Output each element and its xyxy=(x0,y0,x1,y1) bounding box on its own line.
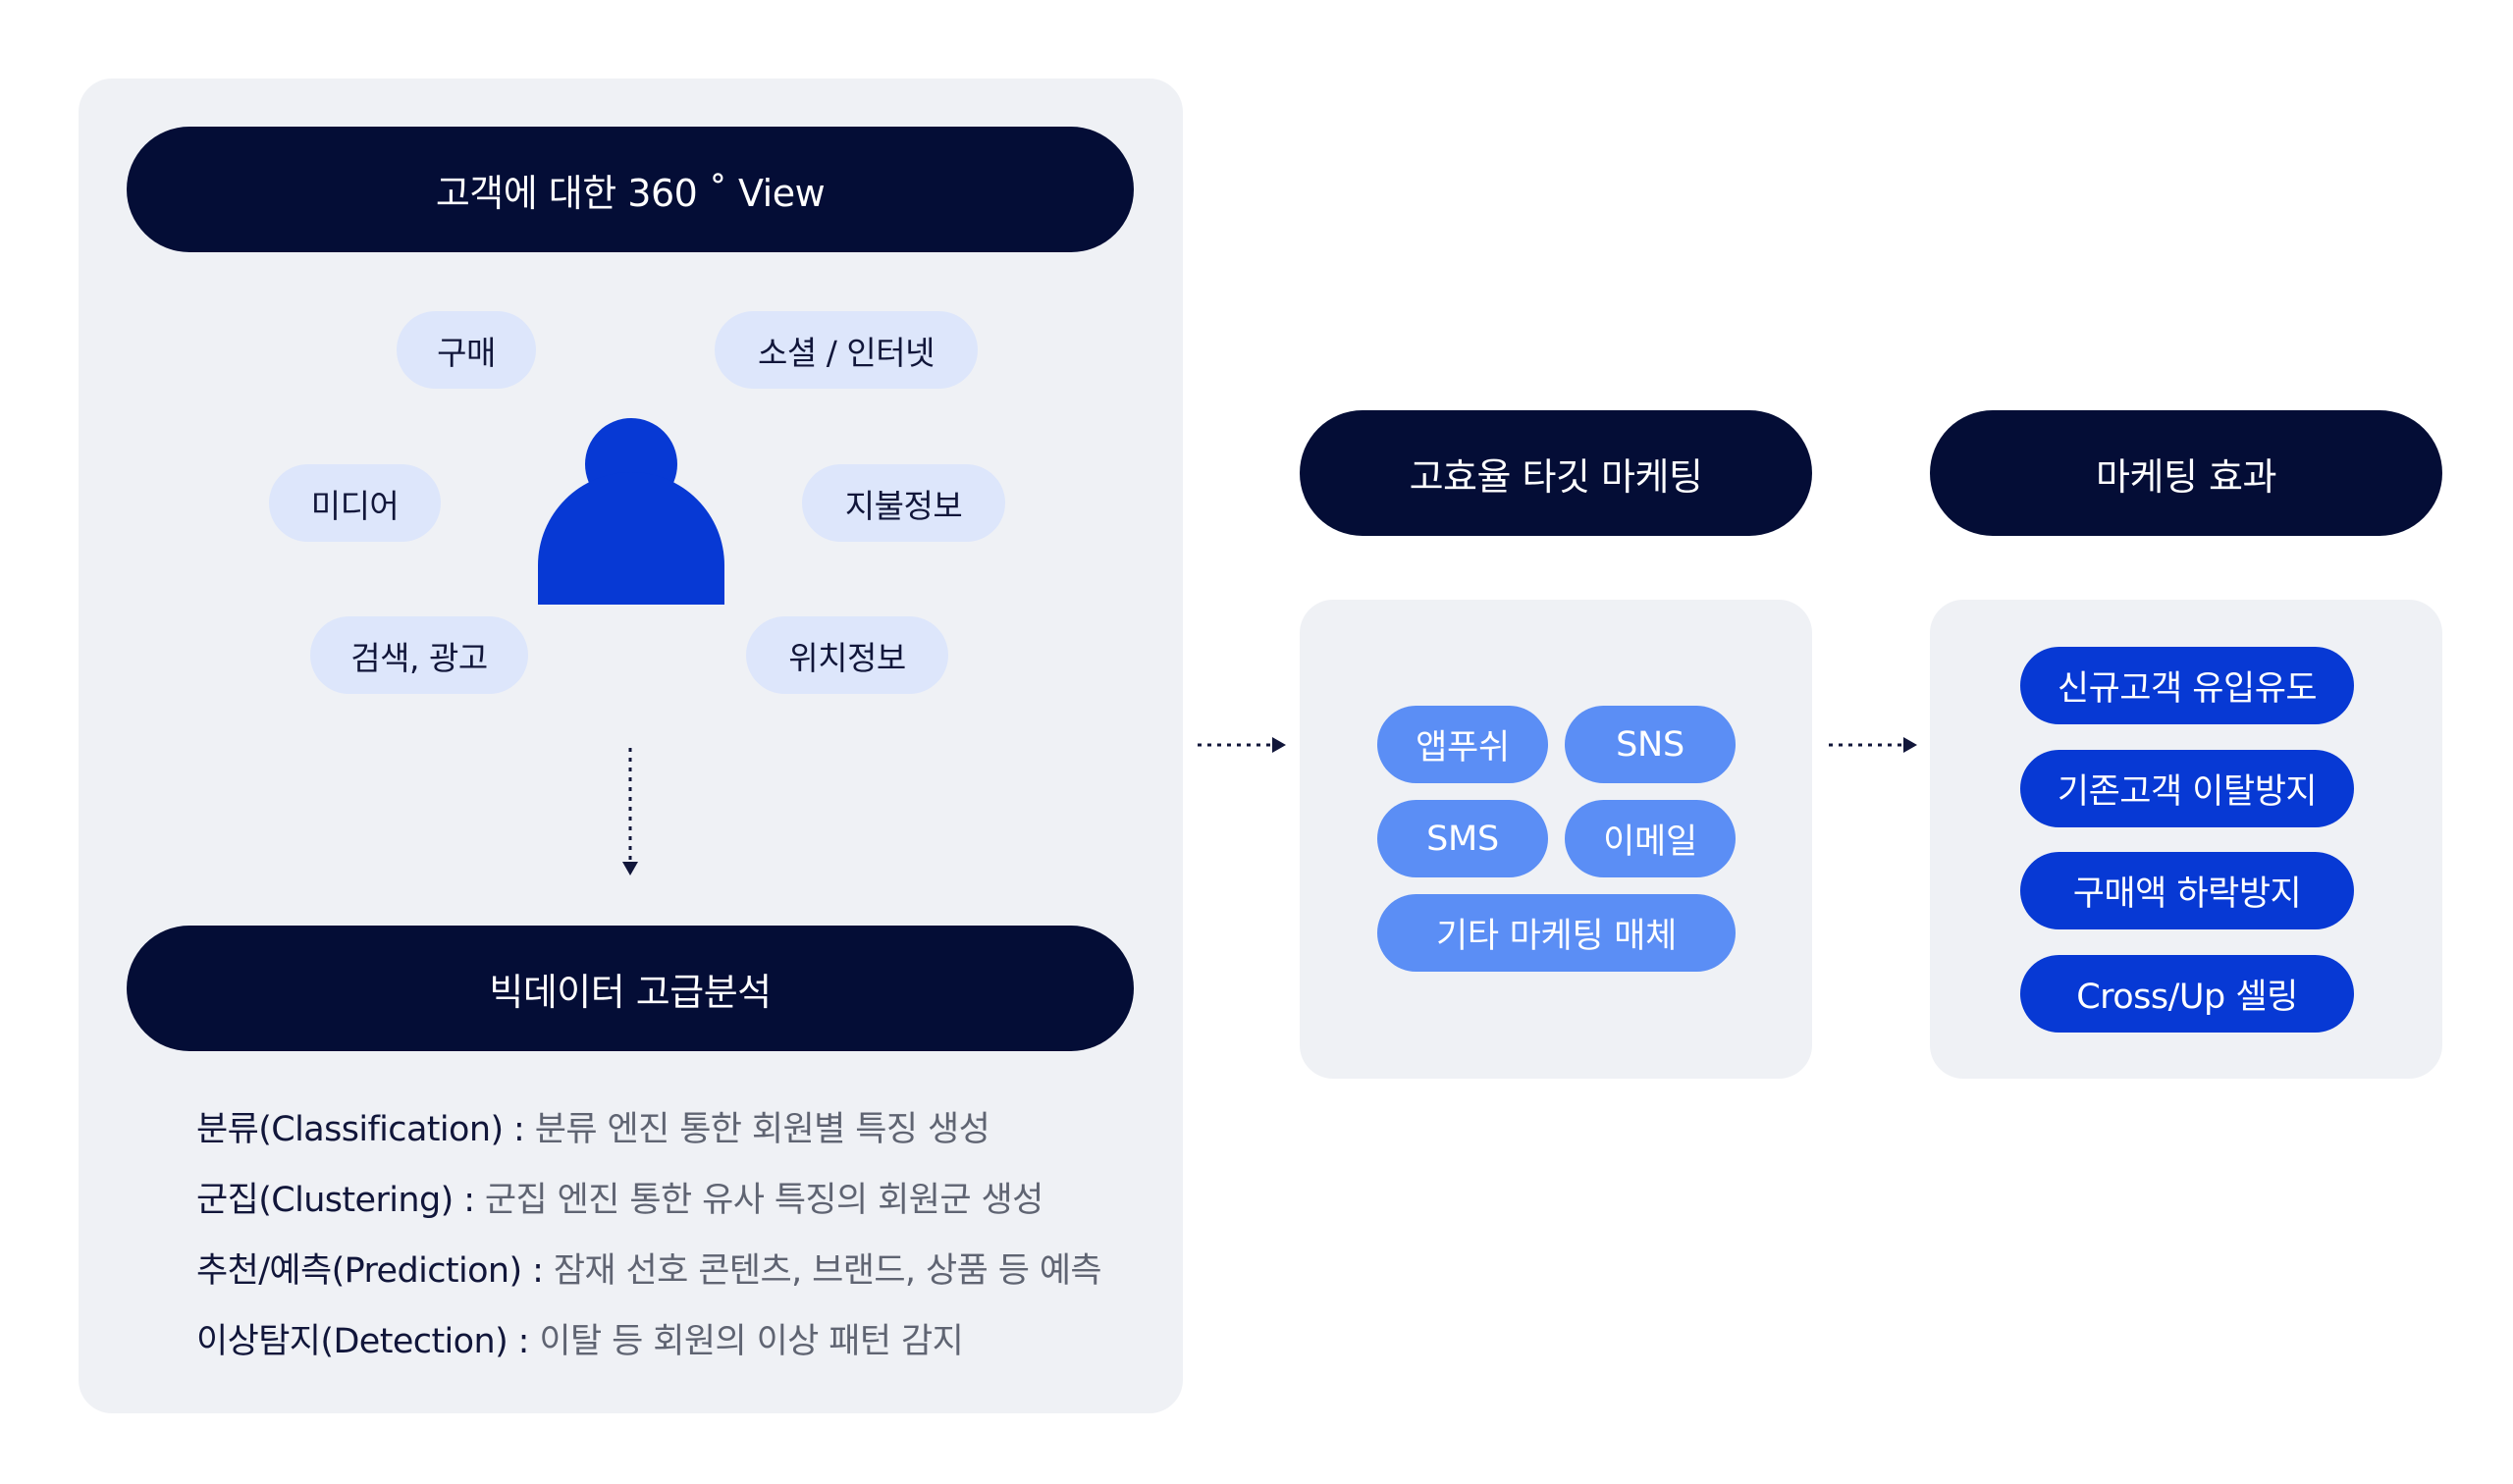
big-data-analysis-header: 빅데이터 고급분석 xyxy=(127,926,1134,1051)
method-term: 분류(Classification) xyxy=(196,1110,504,1149)
method-description: 군집 엔진 통한 유사 특징의 회원군 생성 xyxy=(484,1181,1043,1220)
source-chip-purchase: 구매 xyxy=(397,311,536,389)
source-chip-payment-info: 지불정보 xyxy=(802,464,1005,542)
customer-360-view-header: 고객에 대한 360 ˚ View xyxy=(127,127,1134,252)
method-term: 이상탐지(Detection) xyxy=(196,1322,508,1361)
down-arrow-icon xyxy=(622,748,638,875)
analysis-method-classification: 분류(Classification) : 분류 엔진 통한 회원별 특징 생성 xyxy=(196,1110,990,1149)
channel-chip-sns: SNS xyxy=(1565,706,1736,783)
analysis-method-prediction: 추천/예측(Prediction) : 잠재 선호 콘텐츠, 브랜드, 상품 등… xyxy=(196,1251,1102,1291)
source-chip-location-info: 위치정보 xyxy=(746,616,948,694)
channel-chip-sms: SMS xyxy=(1377,800,1548,877)
source-chip-social-internet: 소셜 / 인터넷 xyxy=(715,311,978,389)
effect-chip-purchase-drop-prevention: 구매액 하락방지 xyxy=(2020,852,2354,929)
marketing-effects-header: 마케팅 효과 xyxy=(1930,410,2442,536)
analysis-method-clustering: 군집(Clustering) : 군집 엔진 통한 유사 특징의 회원군 생성 xyxy=(196,1181,1043,1220)
source-chip-media: 미디어 xyxy=(269,464,441,542)
channel-chip-email: 이메일 xyxy=(1565,800,1736,877)
method-term: 군집(Clustering) xyxy=(196,1181,454,1220)
channel-chip-other-media: 기타 마케팅 매체 xyxy=(1377,894,1736,972)
effect-chip-cross-up-selling: Cross/Up 셀링 xyxy=(2020,955,2354,1033)
method-description: 잠재 선호 콘텐츠, 브랜드, 상품 등 예측 xyxy=(553,1251,1102,1291)
source-chip-search-ads: 검색, 광고 xyxy=(310,616,528,694)
user-icon xyxy=(538,418,724,605)
method-description: 분류 엔진 통한 회원별 특징 생성 xyxy=(534,1110,990,1149)
channel-chip-app-push: 앱푸쉬 xyxy=(1377,706,1548,783)
effect-chip-new-customers: 신규고객 유입유도 xyxy=(2020,647,2354,724)
customer-analysis-panel xyxy=(79,79,1183,1413)
method-term: 추천/예측(Prediction) xyxy=(196,1251,522,1291)
right-arrow-icon xyxy=(1829,737,1917,753)
targeted-marketing-header: 고효율 타깃 마케팅 xyxy=(1300,410,1812,536)
effect-chip-churn-prevention: 기존고객 이탈방지 xyxy=(2020,750,2354,827)
right-arrow-icon xyxy=(1198,737,1286,753)
method-description: 이탈 등 회원의 이상 패턴 감지 xyxy=(539,1322,964,1361)
analysis-method-detection: 이상탐지(Detection) : 이탈 등 회원의 이상 패턴 감지 xyxy=(196,1322,964,1361)
